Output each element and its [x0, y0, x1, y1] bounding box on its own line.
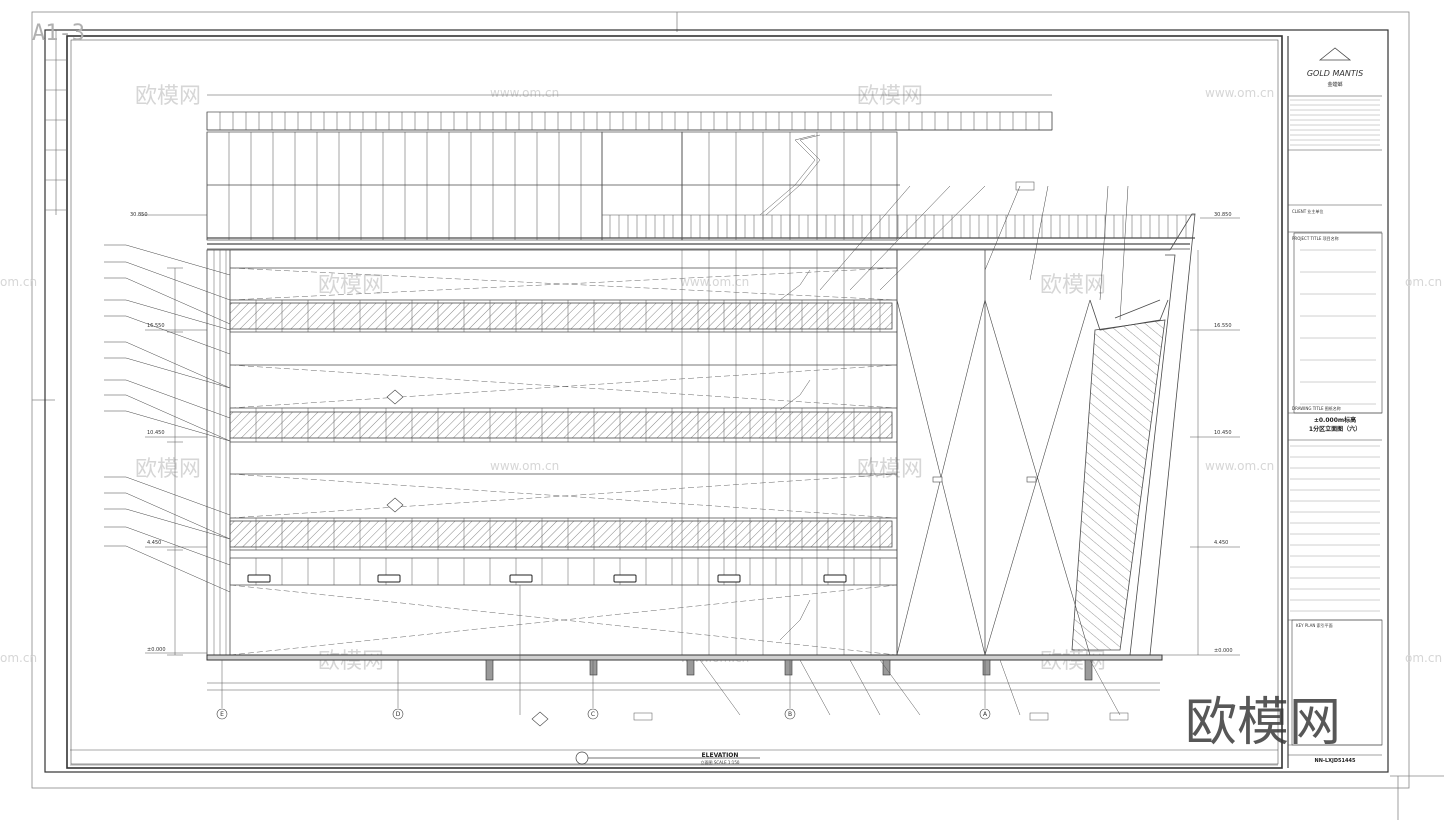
project-title-label: PROJECT TITLE 项目名称: [1292, 235, 1339, 241]
grid-axis-bubbles: E D C B A: [216, 389, 991, 727]
right-level-labels: 30.850 16.550 10.450 4.450 ±0.000: [1214, 212, 1233, 654]
main-facade: [206, 249, 1170, 656]
watermark-brand: 欧模网: [135, 84, 201, 109]
sheet-frame: [31, 11, 1444, 820]
key-plan-label: KEY PLAN 索引平面: [1296, 622, 1333, 628]
level-label-middle: 10.450: [1214, 430, 1232, 436]
stair-lines: [759, 134, 821, 641]
roof-railing: [602, 214, 1195, 238]
left-elevation-ruler: [140, 214, 207, 656]
watermark-url: www.om.cn: [490, 459, 559, 473]
axis-label: E: [220, 711, 224, 718]
ground-slab: [206, 654, 1163, 681]
watermark-brand: 欧模网: [1040, 273, 1106, 298]
watermark-brand: 欧模网: [857, 457, 923, 482]
watermark-url: om.cn: [0, 651, 37, 665]
opening-diagonals: [229, 267, 898, 656]
callout-leader: [125, 492, 231, 540]
sheet-corner-label: A1-3: [32, 21, 85, 46]
sheet-number: NN-LXJD51445: [1315, 758, 1356, 764]
watermark-brand: 欧模网: [857, 84, 923, 109]
level-label-ground: ±0.000: [147, 647, 166, 653]
callout-leader: [125, 379, 231, 419]
watermark-url: om.cn: [1405, 651, 1442, 665]
watermark-brand: 欧模网: [318, 649, 384, 674]
level-label-upper: 16.550: [1214, 323, 1232, 329]
level-label-ground: ±0.000: [1214, 648, 1233, 654]
left-level-labels: 30.850 16.550 10.450 4.450 ±0.000: [130, 212, 166, 653]
company-name: 金螳螂: [1327, 81, 1342, 88]
watermark-url: om.cn: [1405, 275, 1442, 289]
callout-leader: [125, 526, 231, 566]
watermark-layer: 欧模网 www.om.cn 欧模网 www.om.cn om.cn 欧模网 ww…: [0, 84, 1442, 674]
level-label-top: 30.850: [130, 212, 148, 218]
axis-label: D: [396, 711, 401, 718]
title-block: [1287, 36, 1383, 768]
drawing-caption: ELEVATION 立面图 SCALE 1:150: [70, 749, 1278, 766]
watermark-url: om.cn: [0, 275, 37, 289]
title-block-logo: GOLD MANTIS 金螳螂: [1307, 47, 1363, 88]
left-revision-strip: [45, 30, 67, 215]
callout-leader: [125, 394, 231, 442]
x-bracing: [896, 250, 1091, 656]
callout-leader: [125, 315, 231, 355]
light-slots: [247, 574, 847, 583]
callout-leader: [125, 476, 231, 516]
sloped-wall: [1071, 213, 1196, 656]
watermark-url: www.om.cn: [680, 275, 749, 289]
callout-leader: [125, 244, 231, 276]
callout-leader: [125, 545, 231, 593]
drawing-title-label: DRAWING TITLE 图纸名称: [1292, 405, 1341, 411]
right-elevation-ruler: [1160, 217, 1240, 656]
callout-leader: [125, 299, 231, 331]
callout-leader: [125, 357, 231, 389]
level-label-lower: 4.450: [147, 540, 161, 546]
drawing-caption-scale: 立面图 SCALE 1:150: [701, 759, 740, 765]
watermark-url: www.om.cn: [1205, 86, 1274, 100]
watermark-brand: 欧模网: [318, 273, 384, 298]
callout-leader: [125, 508, 231, 540]
axis-label: B: [788, 711, 792, 718]
axis-label: C: [591, 711, 595, 718]
axis-label: A: [983, 711, 988, 718]
title-block-rows: [1290, 99, 1380, 612]
level-label-lower: 4.450: [1214, 540, 1228, 546]
watermark-brand: 欧模网: [135, 457, 201, 482]
drawing-title-line2: 1分区立面图（六）: [1309, 425, 1361, 433]
level-label-upper: 16.550: [147, 323, 165, 329]
facade-mullions: [213, 250, 881, 655]
level-label-top: 30.850: [1214, 212, 1232, 218]
client-label: CLIENT 业主单位: [1292, 208, 1323, 214]
company-logo-text: GOLD MANTIS: [1307, 69, 1363, 78]
brand-watermark-large: 欧模网: [1185, 693, 1341, 753]
callout-leader: [125, 341, 231, 389]
watermark-url: www.om.cn: [490, 86, 559, 100]
watermark-url: www.om.cn: [1205, 459, 1274, 473]
callout-leader: [125, 277, 231, 325]
drawing-caption-title: ELEVATION: [702, 752, 739, 759]
level-label-middle: 10.450: [147, 430, 165, 436]
left-callouts: [104, 244, 231, 593]
callout-leader: [125, 410, 231, 442]
bottom-dimensions: [207, 585, 1160, 721]
watermark-brand: 欧模网: [1040, 649, 1106, 674]
drawing-title-line1: ±0.000m标高: [1314, 416, 1356, 424]
top-callouts: [819, 181, 1129, 321]
callout-leader: [125, 261, 231, 301]
